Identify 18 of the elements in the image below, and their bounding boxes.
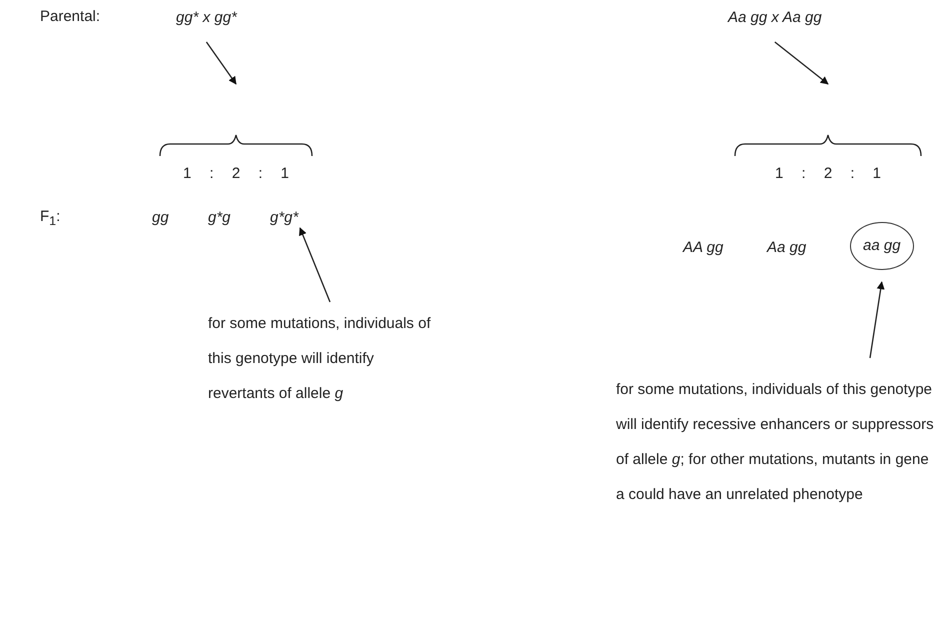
ratio-label: 1 : 2 : 1 bbox=[182, 164, 290, 184]
arrow bbox=[774, 42, 829, 84]
cross-label: Aa gg x Aa gg bbox=[728, 8, 822, 28]
circled-genotype: aa gg bbox=[850, 222, 914, 270]
genotype-label: Aa gg bbox=[767, 238, 806, 258]
genotype-label: g*g bbox=[208, 208, 231, 228]
row-label: Parental: bbox=[40, 8, 100, 25]
annotation-text: for some mutations, individuals of this genotype will identify revertants of allele g bbox=[208, 306, 443, 411]
genotype-label: g*g* bbox=[270, 208, 298, 228]
row-label: F$_{1}$: bbox=[40, 208, 60, 228]
cross-label: gg* x gg* bbox=[176, 8, 237, 28]
arrow bbox=[206, 42, 237, 85]
annotation-text: for some mutations, individuals of this genotype will identify recessive enhancers or suppressors of allele g; for other mutations, mutants in gene a could have an unrelated phenotype bbox=[616, 372, 941, 512]
arrow bbox=[299, 227, 331, 302]
genotype-label: gg bbox=[152, 208, 169, 228]
arrow bbox=[869, 281, 885, 358]
genotype-label: AA gg bbox=[683, 238, 724, 258]
ratio-label: 1 : 2 : 1 bbox=[774, 164, 882, 184]
